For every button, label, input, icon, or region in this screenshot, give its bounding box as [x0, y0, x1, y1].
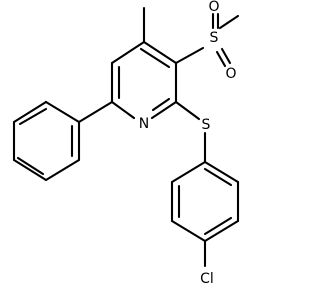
chlorophenyl-bond-6 [170, 160, 207, 184]
pyridine-nitrogen-label: N [139, 116, 149, 132]
sulfone-lower-o-bond-a [215, 50, 227, 68]
pyridine-double-bond-c3-c4 [139, 47, 171, 69]
chemical-structure-figure: S O O N S Cl [12, 0, 240, 287]
phenyl-bond-to-pyridine [77, 100, 114, 124]
chlorophenyl-bond-1 [203, 160, 240, 184]
chlorophenyl-bond-3 [203, 219, 240, 243]
sulfone-sulfur-label: S [210, 30, 219, 46]
molecule-diagram: S O O N S Cl [12, 0, 240, 287]
chlorophenyl-double-bond-1 [203, 167, 233, 187]
sulfone-lower-oxygen-label: O [225, 66, 236, 82]
pyridine-bond-c6-n [110, 100, 136, 120]
sulfone-bond-to-ring [174, 46, 205, 65]
thioether-sulfur-label: S [202, 117, 211, 133]
pyridine-bond-n-c2 [150, 100, 178, 120]
thioether-bond-to-pyridine [174, 100, 201, 121]
pyridine-bond-c3-c4 [142, 40, 178, 65]
sulfone-methyl-bond [218, 14, 240, 30]
chlorophenyl-double-bond-2 [203, 216, 233, 236]
phenyl-bond-6 [44, 100, 81, 124]
phenyl-bond-3 [12, 158, 48, 182]
sulfone-lower-o-bond-b [220, 47, 232, 65]
phenyl-double-bond-3 [18, 107, 48, 126]
phenyl-bond-5 [12, 100, 48, 124]
chlorine-label: Cl [200, 271, 214, 287]
sulfone-upper-oxygen-label: O [208, 0, 219, 15]
phenyl-bond-2 [44, 158, 81, 182]
phenyl-double-bond-2 [16, 156, 45, 176]
pyridine-bond-c4-c5 [110, 40, 146, 65]
chlorophenyl-bond-4 [170, 219, 207, 243]
pyridine-double-bond-n-c2 [151, 97, 171, 112]
